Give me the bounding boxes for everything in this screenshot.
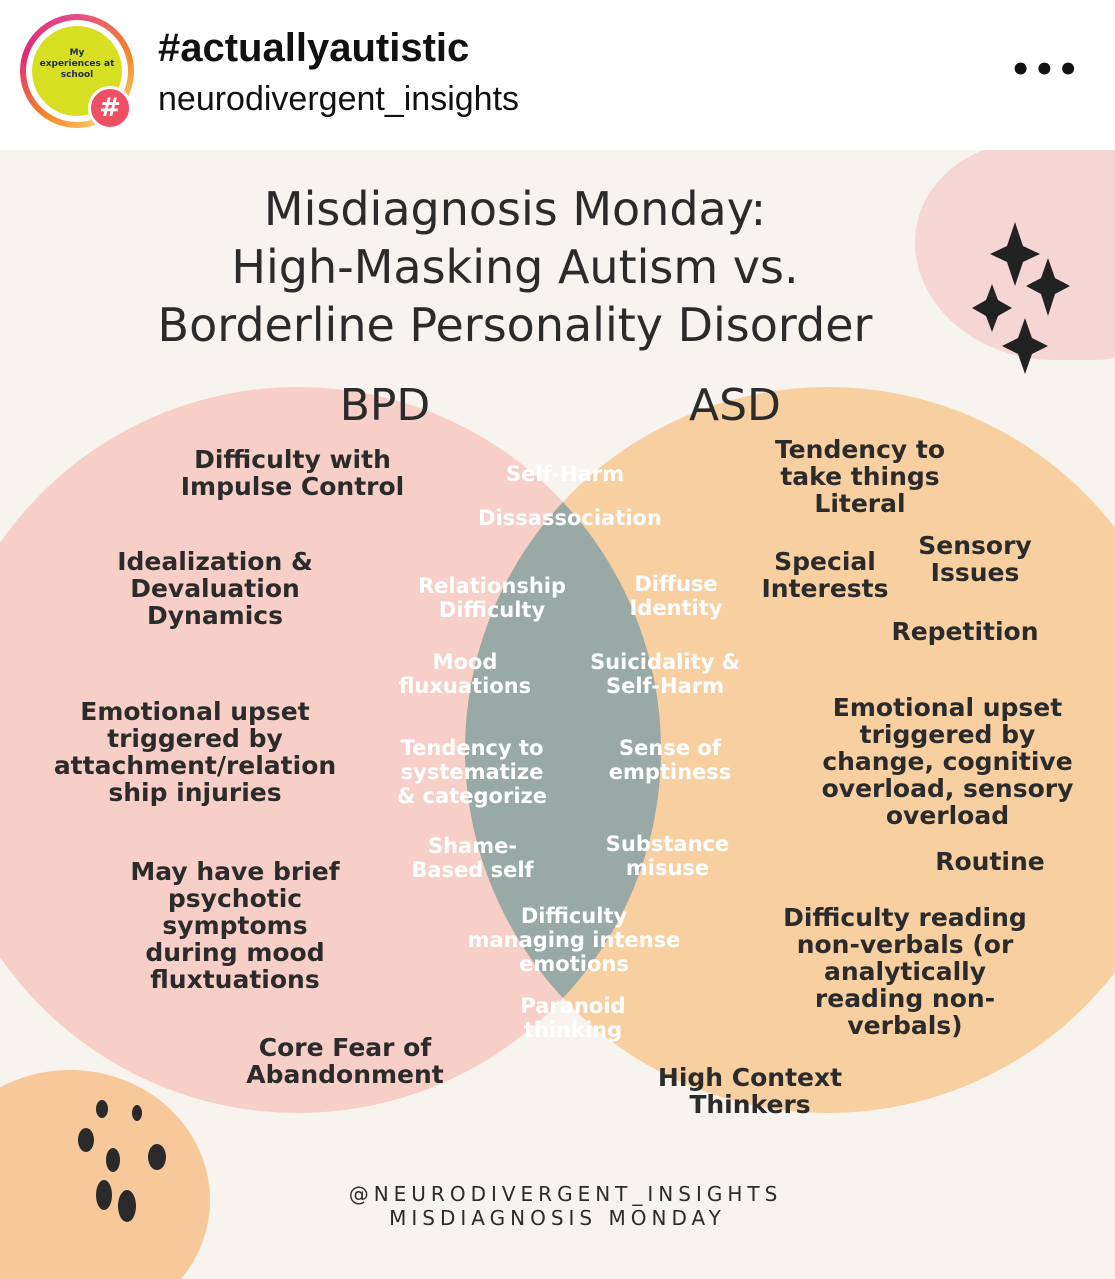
- avatar-caption: My experiences at school: [39, 47, 115, 80]
- asd-item: Emotional upset triggered by change, cog…: [821, 693, 1074, 830]
- overlap-item: Self-Harm: [505, 462, 625, 486]
- bpd-item: Difficulty with Impulse Control: [180, 445, 405, 501]
- asd-item: Difficulty reading non-verbals (or analy…: [783, 903, 1027, 1040]
- credit-handle: @NEURODIVERGENT_INSIGHTS: [348, 1182, 783, 1206]
- overlap-item: Difficulty managing intense emotions: [467, 904, 681, 976]
- asd-item: Repetition: [891, 617, 1039, 646]
- bpd-item: May have brief psychotic symptoms during…: [130, 857, 340, 994]
- overlap-item: Dissassociation: [478, 506, 662, 530]
- post-header: My experiences at school # #actuallyauti…: [0, 0, 1115, 150]
- story-avatar[interactable]: My experiences at school: [20, 14, 134, 128]
- bpd-item: Core Fear of Abandonment: [246, 1033, 444, 1089]
- decorative-dot: [148, 1144, 166, 1170]
- headline-line: High-Masking Autism vs.: [231, 240, 799, 294]
- asd-label: ASD: [689, 380, 781, 431]
- post-image: Misdiagnosis Monday: High-Masking Autism…: [0, 150, 1115, 1279]
- username-link[interactable]: neurodivergent_insights: [158, 80, 520, 118]
- headline-line: Borderline Personality Disorder: [157, 298, 873, 352]
- asd-item: High Context Thinkers: [657, 1063, 843, 1119]
- bpd-item: Idealization & Devaluation Dynamics: [117, 547, 313, 630]
- decorative-dot: [96, 1180, 112, 1210]
- asd-item: Tendency to take things Literal: [774, 435, 946, 518]
- asd-circle: [465, 387, 1115, 1113]
- bpd-label: BPD: [339, 380, 431, 431]
- bpd-circle: [0, 387, 661, 1113]
- decorative-dot: [118, 1190, 136, 1222]
- overlap-item: Diffuse Identity: [629, 572, 723, 620]
- overlap-item: Paranoid thinking: [520, 994, 626, 1042]
- headline-line: Misdiagnosis Monday:: [263, 182, 767, 236]
- venn-diagram: [0, 222, 1115, 1113]
- decorative-dot: [132, 1105, 142, 1121]
- overlap-item: Relationship Difficulty: [417, 574, 567, 622]
- decorative-dot: [78, 1128, 94, 1152]
- decorative-dot: [106, 1148, 120, 1172]
- overlap-item: Tendency to systematize & categorize: [396, 736, 547, 808]
- decorative-dot: [96, 1100, 108, 1118]
- bpd-item: Emotional upset triggered by attachment/…: [53, 697, 337, 807]
- overlap-item: Substance misuse: [605, 832, 730, 880]
- overlap-item: Suicidality & Self-Harm: [590, 650, 740, 698]
- hashtag-title[interactable]: #actuallyautistic: [158, 26, 470, 70]
- asd-item: Special Interests: [761, 547, 889, 603]
- hashtag-icon: #: [88, 86, 132, 130]
- asd-item: Routine: [935, 847, 1045, 876]
- sparkle-icon: [972, 222, 1070, 374]
- overlap-item: Mood fluxuations: [398, 650, 532, 698]
- overlap-item: Sense of emptiness: [608, 736, 732, 784]
- credit-series: MISDIAGNOSIS MONDAY: [389, 1206, 726, 1230]
- more-options-icon[interactable]: •••: [1009, 50, 1081, 90]
- asd-item: Sensory Issues: [918, 531, 1032, 587]
- overlap-item: Shame- Based self: [411, 834, 534, 882]
